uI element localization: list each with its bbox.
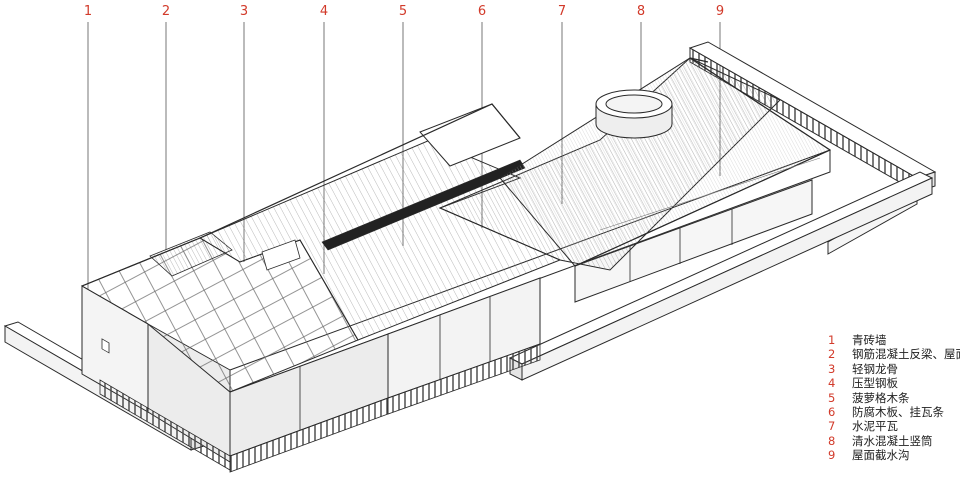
legend-number: 5 — [828, 390, 836, 405]
legend-label: 屋面截水沟 — [852, 448, 910, 463]
legend-number: 3 — [828, 361, 836, 376]
callout-8: 8 — [636, 4, 646, 19]
callout-6: 6 — [477, 4, 487, 19]
legend-number: 7 — [828, 419, 836, 434]
legend-label: 青砖墙 — [852, 333, 887, 347]
callout-7: 7 — [557, 4, 567, 19]
legend-number: 6 — [828, 405, 836, 420]
legend-number: 9 — [828, 448, 836, 463]
callout-1: 1 — [83, 4, 93, 19]
callout-2: 2 — [161, 4, 171, 19]
legend-number: 4 — [828, 376, 836, 391]
material-legend: 1 青砖墙 2 钢筋混凝土反梁、屋面 3 轻钢龙骨 4 压型钢板 5 菠萝格木条 6 防腐木… — [828, 333, 960, 463]
legend-label: 防腐木板、挂瓦条 — [852, 405, 944, 420]
legend-item: 3 轻钢龙骨 — [828, 362, 960, 376]
legend-label: 轻钢龙骨 — [852, 361, 898, 376]
callout-3: 3 — [239, 4, 249, 19]
legend-item: 2 钢筋混凝土反梁、屋面 — [828, 347, 960, 361]
legend-item: 1 青砖墙 — [828, 333, 960, 347]
callout-9: 9 — [715, 4, 725, 19]
legend-item: 5 菠萝格木条 — [828, 391, 960, 405]
legend-number: 1 — [828, 333, 836, 347]
legend-item: 7 水泥平瓦 — [828, 419, 960, 433]
legend-label: 钢筋混凝土反梁、屋面 — [852, 347, 960, 362]
legend-label: 压型钢板 — [852, 376, 898, 391]
roof-outline — [81, 57, 709, 287]
concrete-cylinder — [595, 89, 673, 139]
legend-number: 8 — [828, 433, 836, 448]
legend-item: 6 防腐木板、挂瓦条 — [828, 405, 960, 419]
legend-item: 9 屋面截水沟 — [828, 448, 960, 462]
legend-label: 清水混凝土竖筒 — [852, 433, 933, 448]
callout-5: 5 — [398, 4, 408, 19]
legend-label: 菠萝格木条 — [852, 390, 910, 405]
legend-item: 4 压型钢板 — [828, 376, 960, 390]
callout-4: 4 — [319, 4, 329, 19]
legend-number: 2 — [828, 347, 836, 362]
legend-label: 水泥平瓦 — [852, 419, 898, 434]
legend-item: 8 清水混凝土竖筒 — [828, 434, 960, 448]
